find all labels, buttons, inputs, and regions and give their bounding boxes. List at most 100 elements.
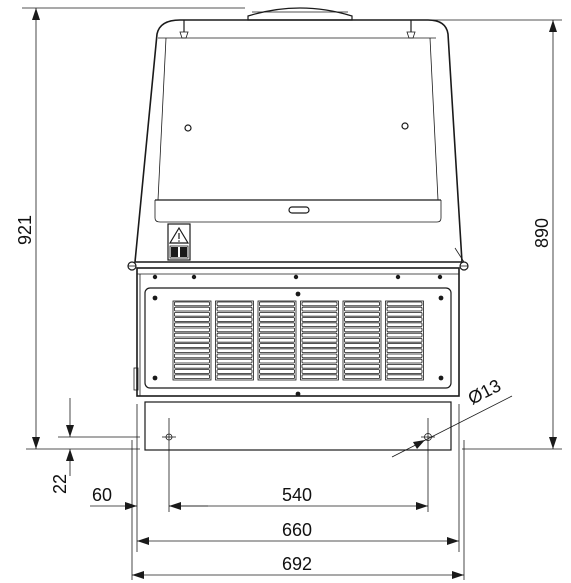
vent-louver-slot — [216, 369, 253, 374]
vent-louver-slot — [174, 332, 210, 338]
vent-louver-column — [300, 300, 339, 381]
vent-louver-slot — [301, 332, 338, 338]
vent-louver-slot — [301, 306, 338, 312]
vent-louver-slot — [216, 348, 253, 353]
vent-louver-slot — [344, 343, 380, 348]
vent-louver-slot — [174, 353, 210, 359]
vent-louver-slot — [344, 363, 380, 369]
vent-louver-slot — [174, 369, 210, 374]
vent-louver-slot — [174, 337, 210, 343]
lifting-hook-right — [406, 20, 416, 39]
vent-louver-slot — [386, 348, 423, 353]
vent-louver-slot — [216, 353, 253, 359]
vent-louver-slot — [216, 343, 253, 348]
base-plinth — [144, 401, 452, 451]
vent-louver-slot — [386, 322, 423, 327]
vent-louver-slot — [174, 343, 210, 348]
vent-louver-slot — [216, 301, 253, 307]
vent-louver-slot — [301, 348, 338, 353]
vent-louver-column — [385, 300, 424, 381]
vent-louver-slot — [386, 353, 423, 359]
vent-louver-slot — [344, 348, 380, 353]
vent-louver-slot — [386, 369, 423, 374]
vent-louver-slot — [259, 332, 295, 338]
vent-louvers — [172, 300, 424, 381]
lower-cabinet-screws — [152, 274, 443, 280]
dim-overall-height: 921 — [15, 215, 35, 245]
vent-louver-slot — [259, 311, 295, 317]
vent-louver-slot — [301, 353, 338, 359]
dim-hole-diameter: Ø13 — [465, 375, 504, 408]
vent-louver-slot — [301, 322, 338, 327]
vent-louver-slot — [259, 306, 295, 312]
warning-label — [167, 223, 191, 261]
vent-louver-slot — [216, 374, 253, 379]
vent-louver-slot — [301, 374, 338, 379]
vent-louver-column — [215, 300, 254, 381]
vent-panel-screws — [152, 291, 444, 397]
vent-louver-slot — [259, 374, 295, 379]
vent-louver-slot — [216, 332, 253, 338]
vent-louver-slot — [216, 358, 253, 364]
dim-overall-width: 692 — [282, 554, 312, 574]
vent-louver-slot — [301, 327, 338, 333]
manual-book-icon — [169, 245, 189, 259]
dim-base-width: 660 — [282, 520, 312, 540]
vent-louver-slot — [174, 363, 210, 369]
vent-panel — [144, 287, 452, 389]
dim-hole-offset: 60 — [92, 485, 112, 505]
vent-louver-slot — [259, 343, 295, 348]
lifting-hook-left — [179, 20, 189, 39]
vent-louver-slot — [344, 353, 380, 359]
vent-louver-slot — [301, 369, 338, 374]
vent-louver-slot — [386, 337, 423, 343]
vent-louver-slot — [344, 311, 380, 317]
vent-louver-column — [172, 300, 212, 381]
vent-louver-slot — [216, 311, 253, 317]
vent-louver-slot — [216, 327, 253, 333]
vent-louver-slot — [344, 306, 380, 312]
vent-louver-slot — [259, 363, 295, 369]
top-fan-cap — [247, 7, 353, 21]
vent-louver-slot — [216, 322, 253, 327]
vent-louver-slot — [174, 358, 210, 364]
vent-louver-slot — [301, 363, 338, 369]
vent-louver-slot — [386, 306, 423, 312]
vent-louver-slot — [386, 343, 423, 348]
vent-louver-slot — [301, 311, 338, 317]
vent-louver-slot — [344, 317, 380, 322]
vent-louver-slot — [259, 353, 295, 359]
vent-louver-slot — [344, 374, 380, 379]
vent-louver-slot — [174, 322, 210, 327]
vent-louver-slot — [301, 343, 338, 348]
vent-louver-slot — [386, 332, 423, 338]
front-handle-slot — [288, 206, 310, 214]
vent-louver-slot — [344, 369, 380, 374]
device-front-view — [127, 7, 469, 451]
vent-louver-slot — [386, 311, 423, 317]
dim-hole-spacing: 540 — [282, 485, 312, 505]
vent-louver-slot — [174, 306, 210, 312]
dim-foot-height: 22 — [50, 474, 70, 494]
vent-louver-slot — [259, 369, 295, 374]
vent-louver-slot — [259, 337, 295, 343]
vent-louver-slot — [301, 337, 338, 343]
vent-louver-slot — [174, 317, 210, 322]
side-latch-left — [127, 261, 137, 271]
panel-hole-left — [184, 124, 192, 132]
vent-louver-slot — [344, 301, 380, 307]
vent-louver-slot — [301, 317, 338, 322]
vent-louver-slot — [344, 332, 380, 338]
vent-louver-slot — [386, 358, 423, 364]
vent-louver-slot — [174, 301, 210, 307]
vent-louver-slot — [386, 317, 423, 322]
vent-louver-slot — [259, 358, 295, 364]
vent-louver-slot — [344, 322, 380, 327]
vent-louver-column — [257, 300, 297, 381]
vent-louver-slot — [259, 301, 295, 307]
upper-cabinet — [134, 19, 463, 263]
vent-louver-slot — [216, 306, 253, 312]
vent-louver-slot — [386, 374, 423, 379]
vent-louver-slot — [259, 317, 295, 322]
vent-louver-slot — [301, 358, 338, 364]
